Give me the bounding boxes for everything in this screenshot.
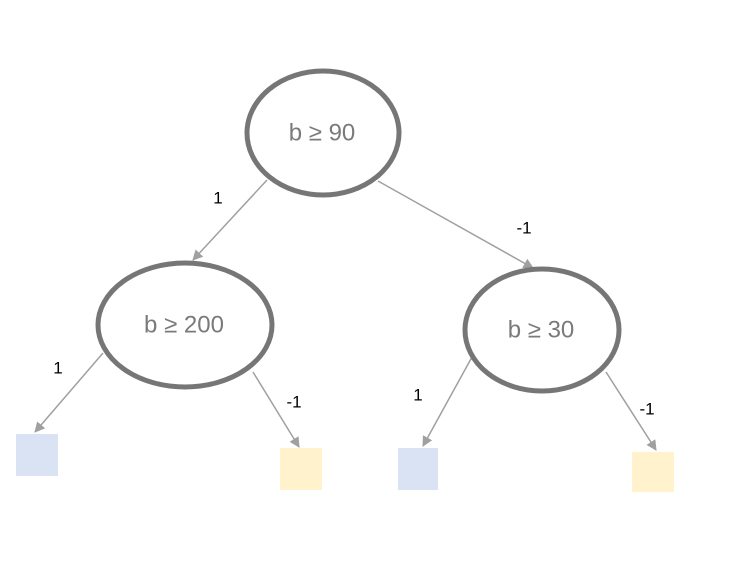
edge-root-left	[192, 179, 268, 261]
edge-label-right-leaf1: 1	[413, 385, 422, 404]
leaf-negative	[280, 448, 322, 490]
node-right: b ≥ 30	[462, 266, 622, 394]
node-root-label: b ≥ 90	[289, 119, 356, 146]
edge-root-right	[377, 180, 534, 269]
edge-left-leaf1	[34, 352, 104, 433]
edge-right-leaf2	[605, 371, 657, 451]
node-root: b ≥ 90	[244, 68, 402, 198]
edge-label-root-right: -1	[516, 218, 531, 237]
edge-label-right-leaf2: -1	[639, 399, 654, 418]
leaf-positive	[16, 434, 58, 476]
edge-label-root-left: 1	[213, 188, 222, 207]
edge-right-leaf1	[422, 356, 473, 447]
node-left-label: b ≥ 200	[144, 311, 224, 338]
edge-left-leaf2	[252, 371, 300, 448]
edge-label-left-leaf2: -1	[286, 392, 301, 411]
leaf-positive	[398, 448, 438, 490]
leaf-negative	[632, 452, 674, 492]
node-right-label: b ≥ 30	[508, 316, 575, 343]
node-left: b ≥ 200	[95, 260, 275, 390]
edge-label-left-leaf1: 1	[53, 358, 62, 377]
